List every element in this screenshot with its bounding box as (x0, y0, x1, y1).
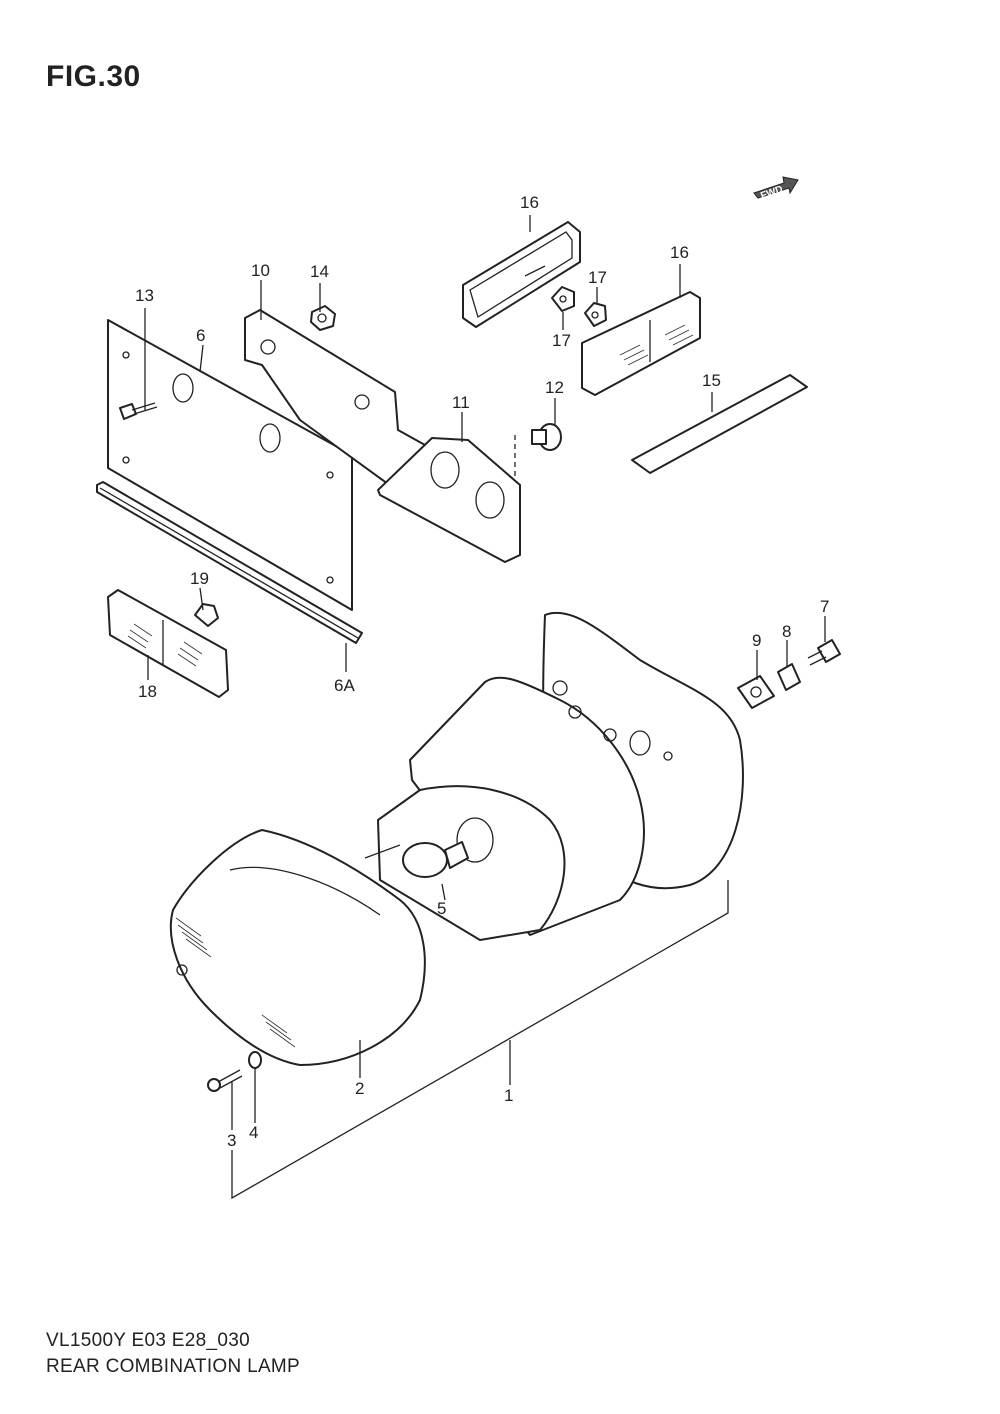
model-code: VL1500Y E03 E28_030 (46, 1330, 250, 1351)
grommet-part-9 (737, 675, 775, 709)
callout-11: 11 (452, 393, 470, 412)
nut-part-17-b (584, 302, 607, 327)
bolt-part-7 (807, 639, 841, 666)
lamp-housing-part-1 (377, 611, 744, 941)
reflector-part-16-lower (581, 291, 701, 396)
tape-part-15 (631, 374, 808, 474)
callout-4: 4 (249, 1123, 258, 1142)
bracket-edge-trim (96, 481, 363, 644)
callout-18: 18 (138, 682, 157, 701)
reflector-part-16-upper (462, 221, 581, 328)
reflector-part-18 (107, 589, 229, 698)
callout-7: 7 (820, 597, 829, 616)
screw-part-3 (207, 1069, 243, 1092)
stay-plate-part-11 (377, 435, 521, 563)
license-plate-bracket (107, 319, 353, 611)
callout-3: 3 (227, 1131, 236, 1150)
callout-1: 1 (504, 1086, 513, 1105)
figure-title: FIG.30 (46, 60, 141, 93)
callout-12: 12 (545, 378, 564, 397)
callout-15: 15 (702, 371, 721, 390)
callout-17-top: 17 (588, 268, 607, 287)
callout-6: 6 (196, 326, 205, 345)
callout-9: 9 (752, 631, 761, 650)
callout-8: 8 (782, 622, 791, 641)
bolt-part-13 (119, 402, 158, 420)
washer-part-4 (248, 1051, 262, 1069)
lens-part-2 (169, 829, 426, 1066)
callout-6a: 6A (334, 676, 355, 695)
nut-part-17-a (551, 286, 575, 312)
callout-17-bottom: 17 (552, 331, 571, 350)
callout-16-upper: 16 (520, 193, 539, 212)
bulb-part-5 (364, 841, 469, 878)
leader-lines (144, 215, 826, 1200)
callout-16-lower: 16 (670, 243, 689, 262)
callout-14: 14 (310, 262, 329, 281)
screw-part-12 (531, 423, 562, 451)
callout-labels: 1 2 3 4 5 6 6A 7 8 9 10 11 12 13 14 15 1… (135, 193, 829, 1150)
nut-part-19 (194, 603, 219, 627)
callout-19: 19 (190, 569, 209, 588)
collar-part-8 (777, 663, 801, 691)
callout-2: 2 (355, 1079, 364, 1098)
section-name: REAR COMBINATION LAMP (46, 1356, 301, 1377)
callout-10: 10 (251, 261, 270, 280)
fwd-arrow-icon: FWD (753, 176, 799, 202)
fwd-label: FWD (759, 184, 784, 202)
nut-part-14 (310, 305, 336, 331)
callout-5: 5 (437, 899, 446, 918)
callout-13: 13 (135, 286, 154, 305)
